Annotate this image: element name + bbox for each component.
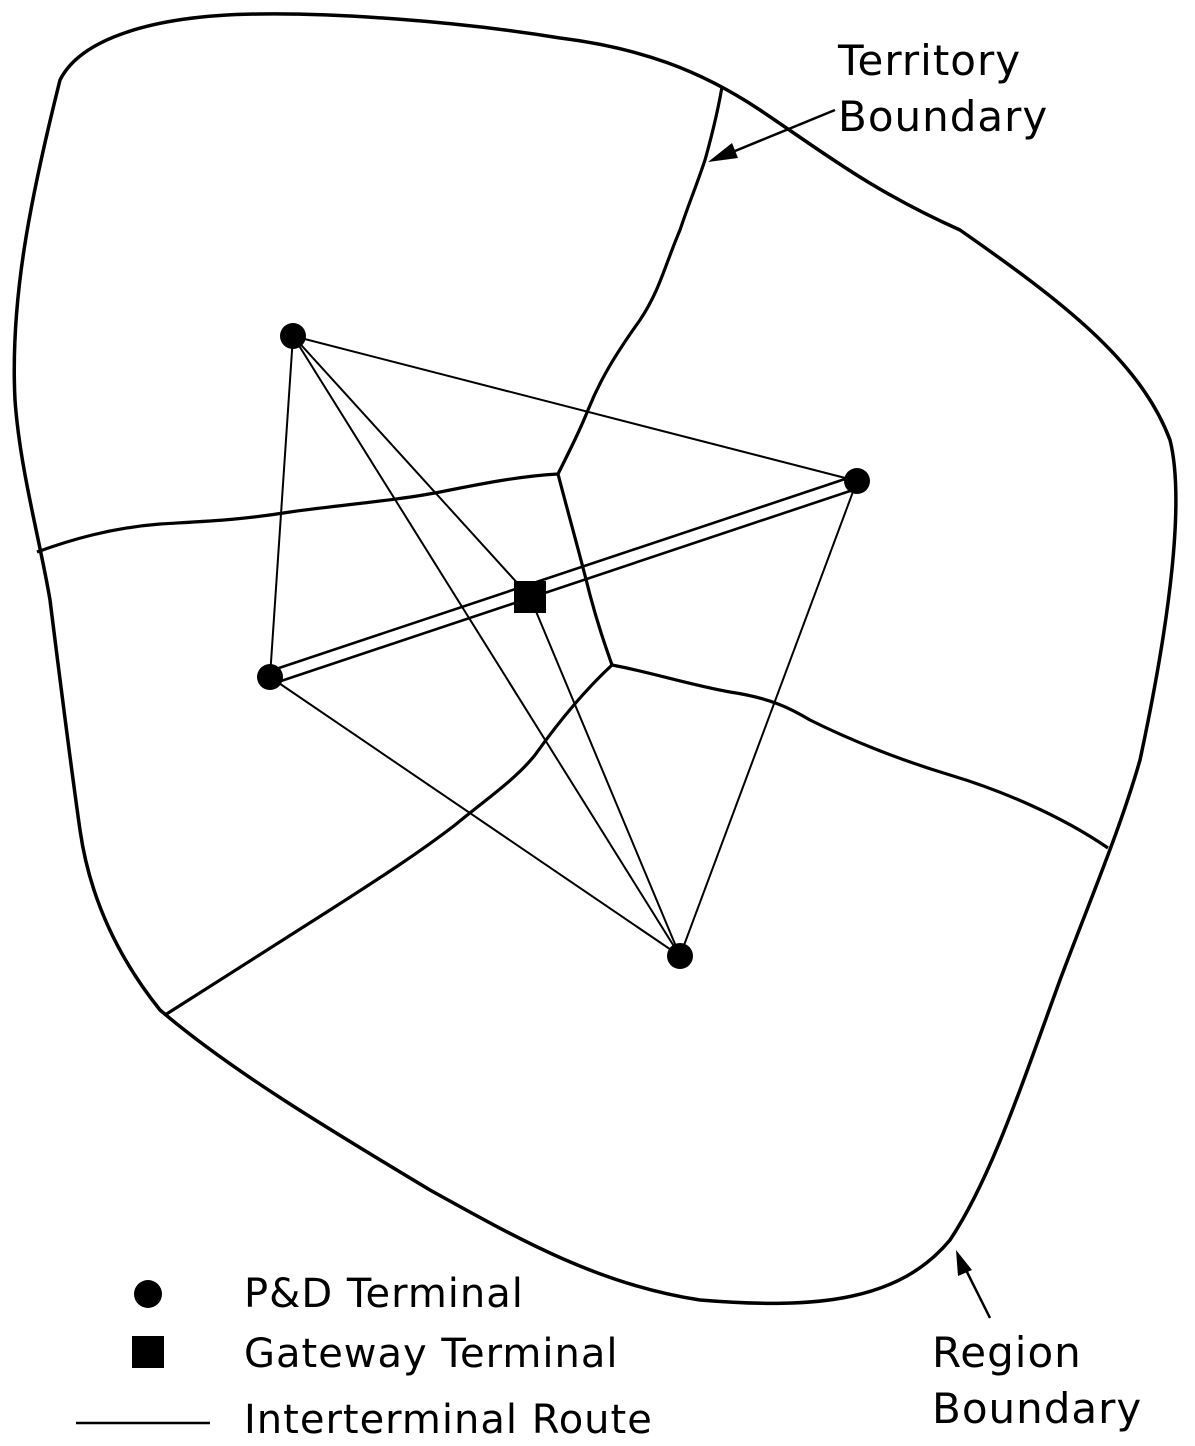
route-nw-gateway bbox=[292, 335, 531, 598]
territory-boundary-label-line1: Territory bbox=[838, 36, 1022, 85]
legend-gateway-terminal-label: Gateway Terminal bbox=[244, 1331, 619, 1377]
legend-symbols bbox=[76, 1280, 210, 1425]
trunk-route-line-a bbox=[269, 473, 858, 673]
territory-boundary-west bbox=[36, 472, 559, 554]
route-nw-west bbox=[269, 335, 294, 678]
legend-square-icon bbox=[132, 1336, 164, 1368]
legend-interterminal-route-label: Interterminal Route bbox=[244, 1397, 653, 1443]
territory-boundaries bbox=[36, 86, 1109, 1017]
territory-boundary-north bbox=[556, 86, 724, 475]
route-east-south bbox=[679, 480, 858, 957]
region-boundary-arrow bbox=[956, 1250, 992, 1319]
region-boundary-label-line2: Boundary bbox=[932, 1384, 1143, 1433]
legend-pd-terminal-label: P&D Terminal bbox=[244, 1271, 524, 1317]
trunk-route bbox=[269, 473, 860, 686]
pd-terminal-northwest bbox=[280, 323, 306, 349]
territory-boundary-label-line2: Boundary bbox=[838, 92, 1049, 141]
pd-terminal-east bbox=[844, 468, 870, 494]
interterminal-routes bbox=[269, 335, 858, 957]
route-nw-south bbox=[292, 335, 681, 957]
territory-boundary-east bbox=[611, 663, 1109, 850]
gateway-terminal bbox=[514, 581, 546, 613]
pd-terminals bbox=[257, 323, 870, 969]
territory-boundary-central bbox=[556, 473, 614, 666]
legend-circle-icon bbox=[134, 1280, 162, 1308]
pd-terminal-south bbox=[667, 943, 693, 969]
region-boundary-label-line1: Region bbox=[932, 1328, 1082, 1377]
territory-boundary-southwest bbox=[164, 663, 614, 1017]
pd-terminal-west bbox=[257, 664, 283, 690]
route-gateway-south bbox=[529, 596, 681, 957]
trunk-route-line-b bbox=[271, 486, 860, 686]
region-boundary bbox=[12, 12, 1178, 1306]
route-nw-east bbox=[292, 335, 858, 482]
territory-boundary-arrow bbox=[708, 108, 836, 162]
route-west-south bbox=[269, 676, 681, 957]
